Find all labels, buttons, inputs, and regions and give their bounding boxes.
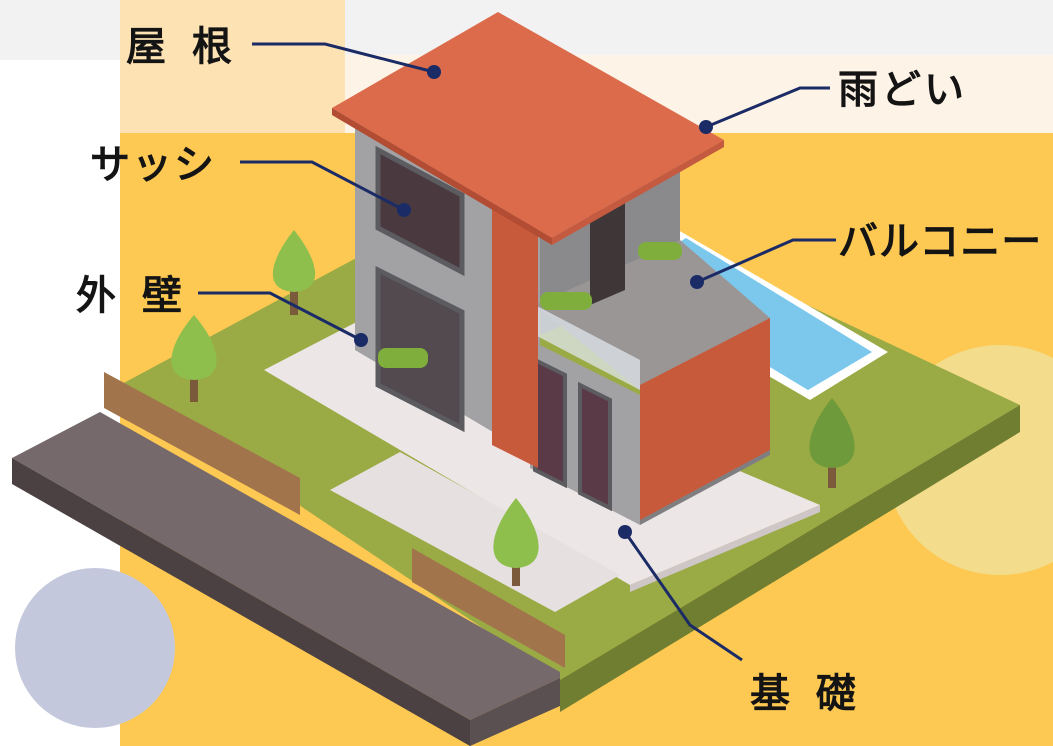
tree-3 <box>493 498 539 586</box>
bg-circle-blue <box>15 568 175 728</box>
planter-2 <box>540 292 592 310</box>
tree-4 <box>809 398 855 488</box>
leader-gutter <box>705 86 830 129</box>
dot-sash <box>397 203 411 217</box>
tree-2 <box>171 315 217 402</box>
fence-left <box>104 372 300 515</box>
label-foundation: 基 礎 <box>750 671 862 717</box>
bg-peach-block <box>120 0 345 140</box>
leader-foundation <box>623 531 743 662</box>
fin-column-right <box>640 318 770 520</box>
fin-column-center <box>492 205 538 468</box>
lower-window-3 <box>578 381 612 512</box>
dot-balcony <box>690 275 704 289</box>
label-balcony: バルコニー <box>838 219 1043 265</box>
driveway <box>330 452 620 612</box>
fence-front <box>412 548 565 668</box>
upper-door <box>590 200 625 305</box>
dot-roof <box>427 65 441 79</box>
roof-edge <box>332 108 552 245</box>
road-end <box>470 678 560 746</box>
balcony-glass <box>535 305 640 390</box>
planter-3 <box>638 242 682 260</box>
roof-edge-right <box>552 140 724 245</box>
leader-lines <box>198 42 836 662</box>
tree-1 <box>272 230 316 315</box>
lawn-side-right <box>560 405 1020 712</box>
planter-1 <box>378 348 428 368</box>
dot-wall <box>354 333 368 347</box>
label-roof: 屋 根 <box>126 24 238 70</box>
leader-wall <box>198 291 362 342</box>
dot-gutter <box>699 120 713 134</box>
leader-balcony <box>696 238 836 284</box>
upper-window <box>375 145 465 277</box>
lower-window-2 <box>533 356 567 489</box>
road-side <box>12 458 470 746</box>
label-outer-wall: 外 壁 <box>76 273 188 319</box>
leader-roof <box>252 42 435 74</box>
leader-sash <box>240 160 405 212</box>
leader-dots <box>354 65 713 539</box>
label-gutter: 雨どい <box>838 67 967 113</box>
slab-edge <box>630 505 820 592</box>
label-sash: サッシ <box>90 142 216 188</box>
dot-foundation <box>618 525 632 539</box>
road-top <box>12 412 560 720</box>
